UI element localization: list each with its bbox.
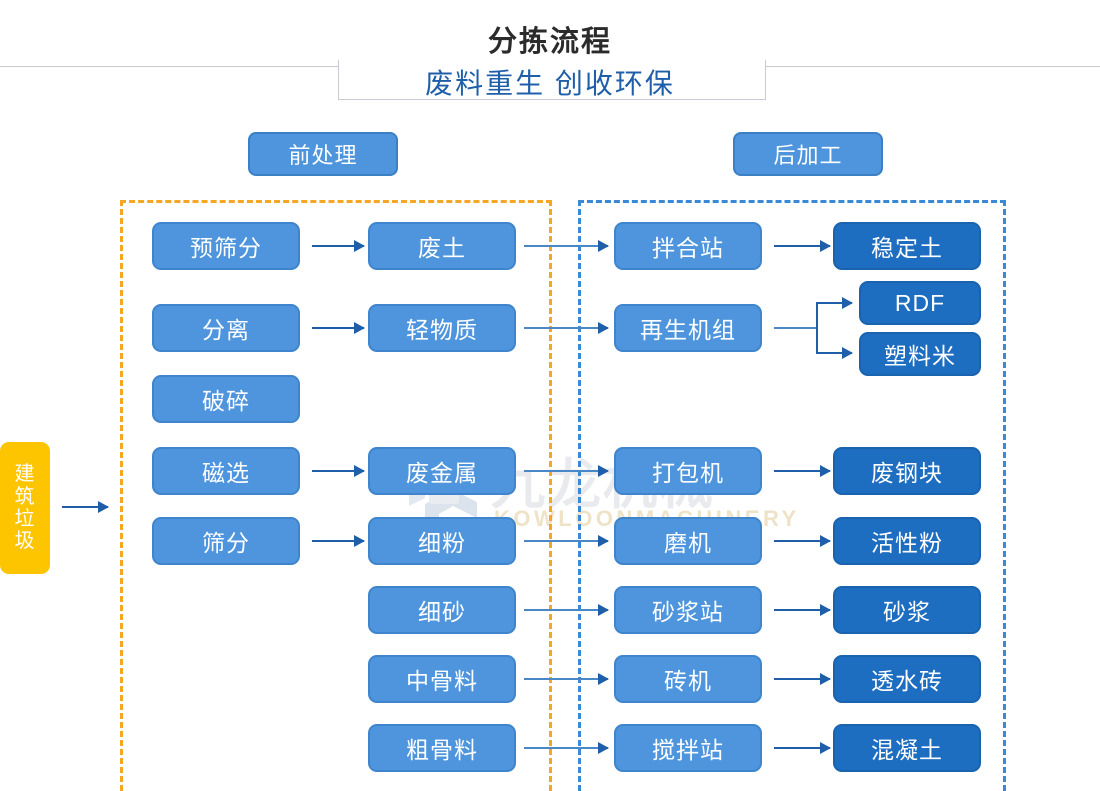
arrow-sieve-to-finepowder: [312, 535, 365, 547]
arrow-wastesoil-to-mixing: [524, 240, 609, 252]
arrow-coarseagg-to-concrete: [524, 742, 609, 754]
arrow-source-to-pre: [62, 501, 109, 513]
node-active-powder[interactable]: 活性粉: [833, 517, 981, 565]
arrow-magnetic-to-wastemetal: [312, 465, 365, 477]
node-concrete-station[interactable]: 搅拌站: [614, 724, 762, 772]
page-header: 分拣流程 废料重生 创收环保: [0, 0, 1100, 120]
node-recycling-unit[interactable]: 再生机组: [614, 304, 762, 352]
node-mixing-station[interactable]: 拌合站: [614, 222, 762, 270]
arrow-brickmachine-to-brick: [774, 673, 831, 685]
node-concrete[interactable]: 混凝土: [833, 724, 981, 772]
node-fine-sand[interactable]: 细砂: [368, 586, 516, 634]
arrow-baler-to-scrapsteel: [774, 465, 831, 477]
node-baler[interactable]: 打包机: [614, 447, 762, 495]
arrow-finesand-to-mortar: [524, 604, 609, 616]
node-plastic-pellet[interactable]: 塑料米: [859, 332, 981, 376]
node-coarse-aggregate[interactable]: 粗骨料: [368, 724, 516, 772]
branch-spine-recycling: [816, 303, 818, 353]
node-medium-aggregate[interactable]: 中骨料: [368, 655, 516, 703]
arrow-mediumagg-to-brick: [524, 673, 609, 685]
node-fine-powder[interactable]: 细粉: [368, 517, 516, 565]
source-construction-waste[interactable]: 建筑垃圾: [0, 442, 50, 574]
arrow-recycling-to-plastic: [816, 347, 853, 359]
arrow-concretestation-to-concrete: [774, 742, 831, 754]
arrow-separate-to-lightmatter: [312, 322, 365, 334]
node-crush[interactable]: 破碎: [152, 375, 300, 423]
node-grinder[interactable]: 磨机: [614, 517, 762, 565]
section-header-pre[interactable]: 前处理: [248, 132, 398, 176]
node-scrap-steel[interactable]: 废钢块: [833, 447, 981, 495]
node-mortar[interactable]: 砂浆: [833, 586, 981, 634]
node-separate[interactable]: 分离: [152, 304, 300, 352]
arrow-wastemetal-to-baler: [524, 465, 609, 477]
arrow-prescreen-to-wastesoil: [312, 240, 365, 252]
arrow-grinder-to-activepowder: [774, 535, 831, 547]
node-stabilized-soil[interactable]: 稳定土: [833, 222, 981, 270]
section-header-post[interactable]: 后加工: [733, 132, 883, 176]
node-mortar-station[interactable]: 砂浆站: [614, 586, 762, 634]
node-sieve[interactable]: 筛分: [152, 517, 300, 565]
node-pre-screen[interactable]: 预筛分: [152, 222, 300, 270]
node-permeable-brick[interactable]: 透水砖: [833, 655, 981, 703]
page-subtitle: 废料重生 创收环保: [0, 62, 1100, 102]
node-light-matter[interactable]: 轻物质: [368, 304, 516, 352]
title-rule-left: [0, 66, 338, 67]
group-pre-processing: [120, 200, 552, 791]
arrow-mortarstation-to-mortar: [774, 604, 831, 616]
arrow-finepowder-to-grinder: [524, 535, 609, 547]
page-subtitle-text: 废料重生 创收环保: [411, 68, 689, 99]
node-waste-metal[interactable]: 废金属: [368, 447, 516, 495]
node-waste-soil[interactable]: 废土: [368, 222, 516, 270]
branch-stem-recycling: [774, 327, 818, 329]
page-title: 分拣流程: [0, 18, 1100, 60]
arrow-recycling-to-rdf: [816, 297, 853, 309]
source-label: 建筑垃圾: [14, 463, 36, 553]
arrow-mixing-to-stabsoil: [774, 240, 831, 252]
arrow-lightmatter-to-recycling: [524, 322, 609, 334]
page-title-text: 分拣流程: [471, 26, 628, 58]
title-rule-right: [766, 66, 1100, 67]
node-rdf[interactable]: RDF: [859, 281, 981, 325]
node-magnetic[interactable]: 磁选: [152, 447, 300, 495]
group-post-processing: [578, 200, 1006, 791]
node-brick-machine[interactable]: 砖机: [614, 655, 762, 703]
